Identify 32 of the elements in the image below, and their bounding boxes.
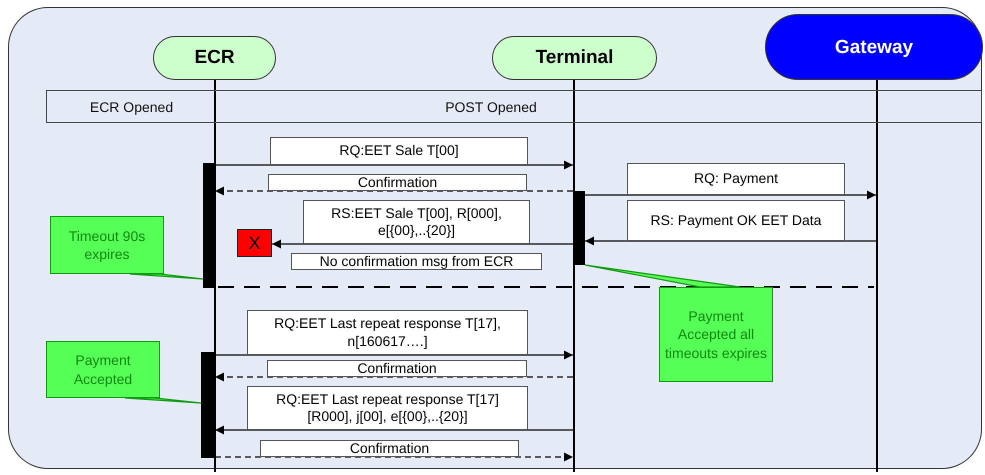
message-arrow: [215, 426, 573, 434]
lifeline: [573, 80, 575, 472]
message-arrow: [215, 452, 573, 462]
edge-label: RQ:EET Last repeat response T[17] [R000], j[00], e[{00},..{20}]: [247, 386, 528, 430]
state-band: [46, 90, 982, 123]
message-arrow: [215, 350, 573, 360]
activation-bar: [203, 163, 215, 288]
message-arrow: [585, 190, 876, 200]
edge-label: RS:EET Sale T[00], R[000], e[{00},..{20}]: [303, 200, 530, 244]
state-label: POST Opened: [444, 98, 538, 114]
lifeline: [876, 80, 878, 472]
message-arrow: [585, 236, 876, 246]
callout-pointer: [584, 264, 741, 288]
edge-label: RQ:EET Last repeat response T[17], n[160617….]: [247, 310, 528, 355]
edge-label: RQ: Payment: [627, 163, 845, 195]
edge-label: RQ:EET Sale T[00]: [270, 137, 528, 165]
edge-label: Confirmation: [260, 440, 519, 457]
edge-label: RS: Payment OK EET Data: [627, 200, 845, 241]
activation-bar: [574, 191, 585, 265]
message-arrow: [272, 240, 574, 248]
activation-bar: [201, 352, 215, 458]
message-arrow: [215, 372, 573, 382]
note: No confirmation msg from ECR: [291, 253, 542, 270]
participant-header: Terminal: [492, 36, 657, 80]
state-label: ECR Opened: [88, 98, 174, 114]
participant-header: Gateway: [765, 14, 983, 80]
message-arrow: [215, 160, 573, 170]
stop-mark: X: [237, 229, 272, 257]
edge-label: Confirmation: [267, 360, 527, 377]
edge-label: Confirmation: [268, 174, 527, 191]
message-arrow: [215, 186, 573, 196]
participant-header: ECR: [153, 36, 276, 80]
